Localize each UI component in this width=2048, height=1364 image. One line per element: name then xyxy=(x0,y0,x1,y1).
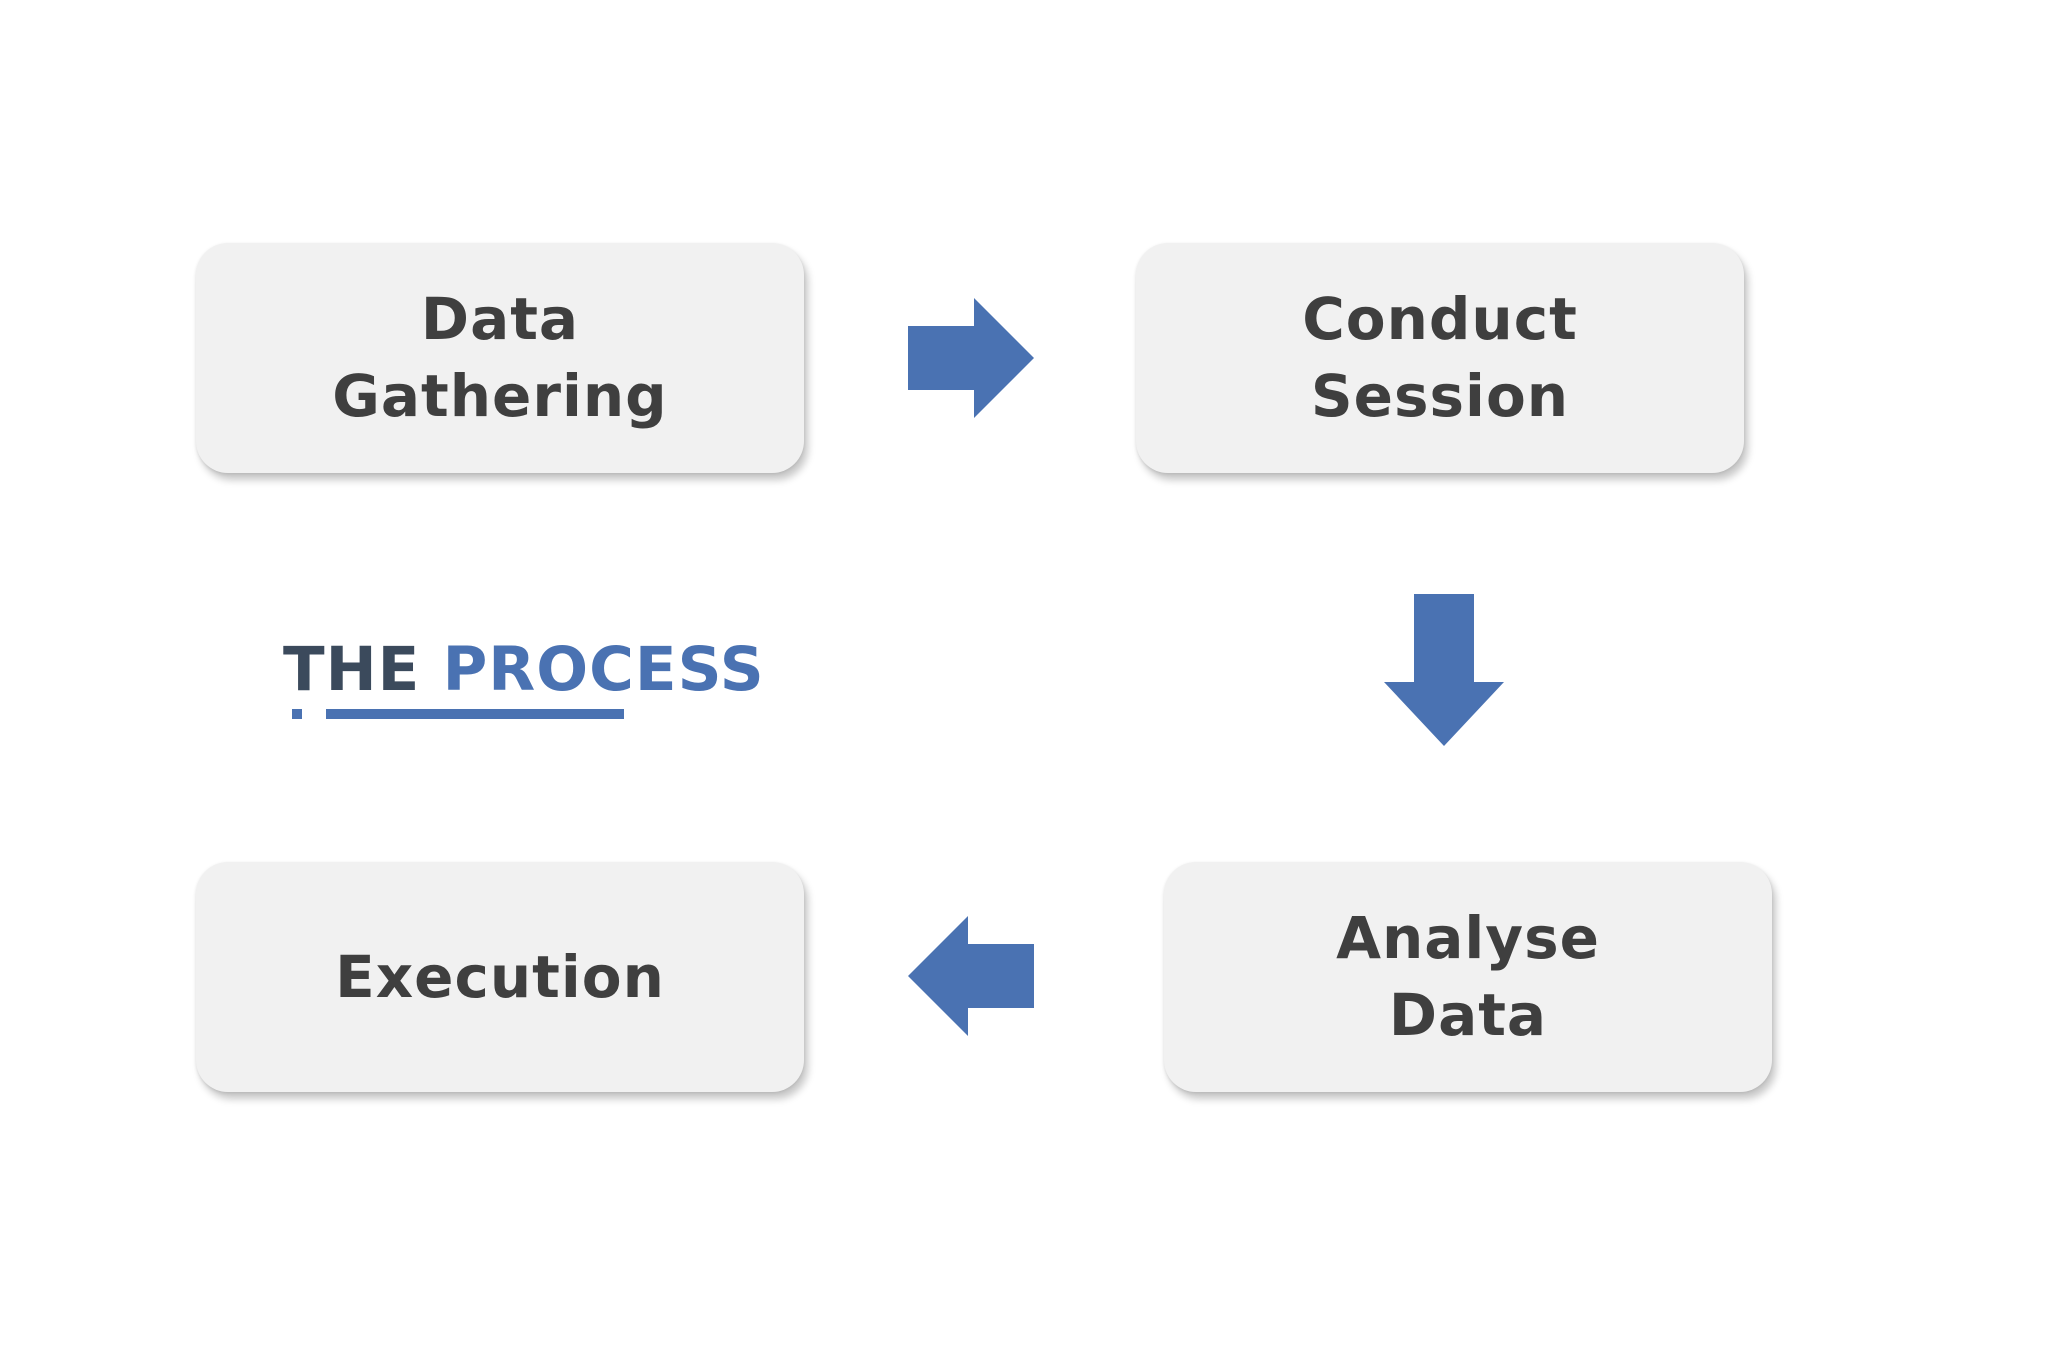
step-box-conduct-session: Conduct Session xyxy=(1136,243,1744,473)
step-label-analyse-data: Analyse Data xyxy=(1336,904,1600,1049)
step-label-conduct-session: Conduct Session xyxy=(1302,285,1578,430)
title-underline-dot xyxy=(292,709,302,719)
step-box-execution: Execution xyxy=(196,862,804,1092)
arrow-down-icon xyxy=(1384,594,1504,746)
arrow-right-icon xyxy=(908,298,1034,418)
title-word-process: PROCESS xyxy=(442,634,765,705)
step-label-execution: Execution xyxy=(335,942,665,1011)
process-title: THE PROCESS xyxy=(283,630,765,710)
title-underline-bar xyxy=(326,709,624,719)
step-label-data-gathering: Data Gathering xyxy=(332,285,668,430)
title-word-the: THE xyxy=(283,634,421,705)
step-box-data-gathering: Data Gathering xyxy=(196,243,804,473)
step-box-analyse-data: Analyse Data xyxy=(1164,862,1772,1092)
arrow-left-icon xyxy=(908,916,1034,1036)
